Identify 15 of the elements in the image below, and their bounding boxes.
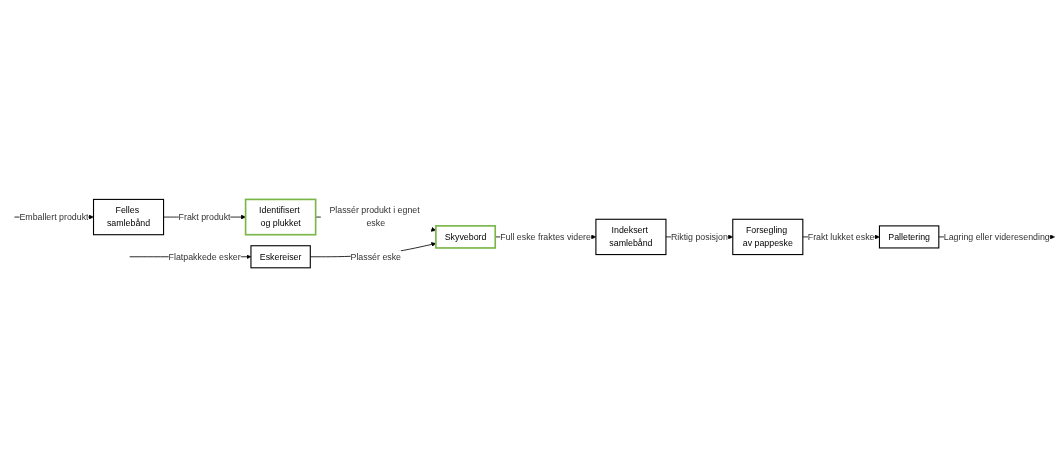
node-box: Eskereiser xyxy=(250,245,311,269)
edge-label: Flatpakkede esker xyxy=(168,252,241,262)
edge-label: Riktig posisjon xyxy=(670,232,728,242)
node-box: Felles samlebånd xyxy=(92,199,165,236)
node-box: Indeksert samlebånd xyxy=(595,219,667,256)
edge-label: Full eske fraktes videre xyxy=(500,232,591,242)
edge-label: Lagring eller videresending xyxy=(943,232,1050,242)
edge-label: Plassér eske xyxy=(350,252,402,262)
edge-label: Plassér produkt i egnet eske xyxy=(329,205,420,229)
edge-label: Emballert produkt xyxy=(19,212,89,222)
edge-label: Frakt produkt xyxy=(178,212,231,222)
node-box: Palletering xyxy=(878,225,940,249)
node-box: Skyvebord xyxy=(435,225,497,250)
node-box: Forsegling av pappeske xyxy=(732,219,804,256)
edge-label: Frakt lukket eske xyxy=(807,232,875,242)
